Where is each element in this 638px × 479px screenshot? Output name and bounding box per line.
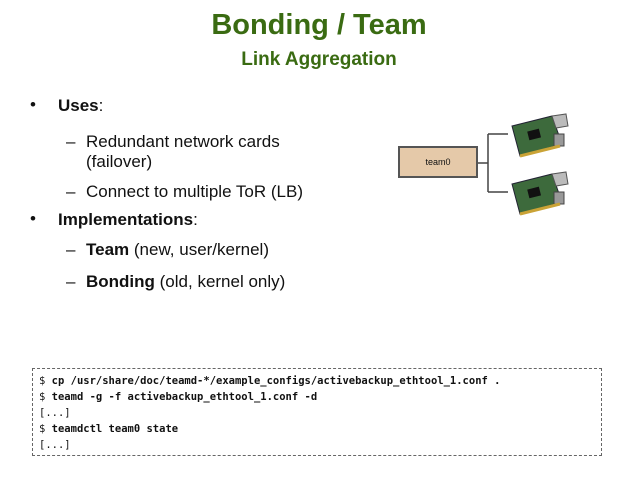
code-line: [...]: [39, 407, 71, 419]
bullet-dot-icon: •: [30, 209, 36, 228]
code-line: $ teamd -g -f activebackup_ethtool_1.con…: [39, 391, 318, 403]
sub-bullet-text: Redundant network cards: [86, 132, 280, 151]
sub-bullet-text: (failover): [86, 152, 153, 171]
connector-lines: [478, 133, 508, 193]
code-line: [...]: [39, 439, 71, 451]
impl-label: Implementations: [58, 210, 194, 229]
network-card-icon: [511, 171, 569, 216]
code-line: $ cp /usr/share/doc/teamd-*/example_conf…: [39, 375, 501, 387]
uses-label: Uses: [58, 96, 99, 115]
code-line: $ teamdctl team0 state: [39, 423, 179, 435]
team0-box: team0: [398, 146, 478, 178]
bullet-dot-icon: •: [30, 95, 36, 114]
slide-subtitle: Link Aggregation: [241, 49, 397, 70]
network-card-icon: [511, 113, 569, 158]
sub-bullet-text: Connect to multiple ToR (LB): [86, 182, 304, 201]
code-block: $ cp /usr/share/doc/teamd-*/example_conf…: [32, 368, 602, 456]
slide-title: Bonding / Team: [211, 9, 427, 41]
